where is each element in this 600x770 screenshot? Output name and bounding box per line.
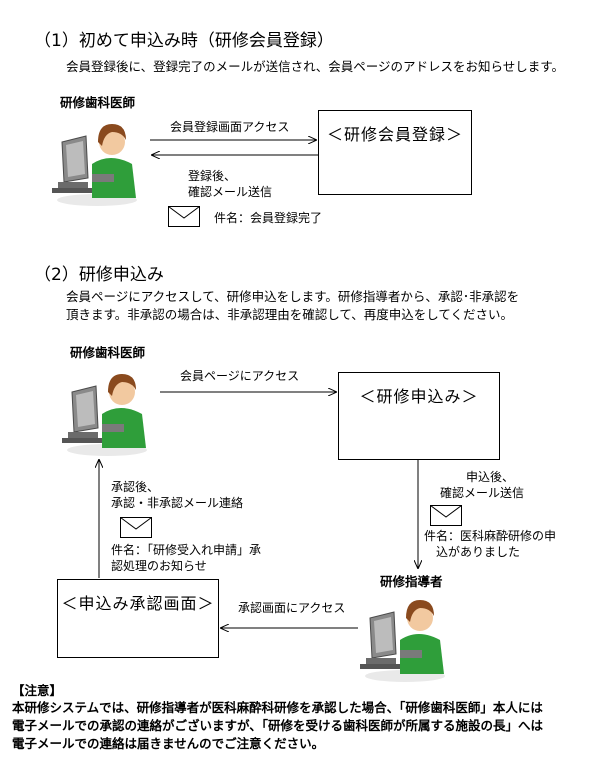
mail-subject-application-line1: 件名：医科麻酔研修の申 bbox=[424, 529, 557, 543]
section2-supervisor-label: 研修指導者 bbox=[380, 574, 443, 589]
mail-envelope-icon bbox=[120, 517, 152, 538]
approval-screen-box: ＜申込み承認画面＞ bbox=[57, 579, 219, 658]
arrow-label-apply-line2: 確認メール送信 bbox=[440, 486, 525, 500]
arrow-label-member-page-access: 会員ページにアクセス bbox=[180, 369, 300, 383]
arrow-label-confirm-line2: 確認メール送信 bbox=[188, 185, 273, 199]
arrow-label-approved-line2: 承認・非承認メール連絡 bbox=[111, 496, 244, 510]
notice-line2: 電子メールでの承認の連絡がございますが、「研修を受ける歯科医師が所属する施設の長… bbox=[12, 718, 544, 733]
person-at-computer-icon bbox=[62, 374, 147, 456]
section2-title: （2）研修申込み bbox=[34, 265, 164, 285]
mail-subject-approval-line2: 認処理のお知らせ bbox=[111, 559, 207, 573]
mail-subject-registration: 件名：会員登録完了 bbox=[214, 211, 323, 225]
person-at-computer-icon bbox=[360, 600, 445, 682]
notice-line3: 電子メールでの連絡は届きませんのでご注意ください。 bbox=[12, 736, 325, 751]
mail-subject-application-line2: 込がありました bbox=[436, 545, 521, 559]
training-application-title: ＜研修申込み＞ bbox=[359, 387, 479, 406]
training-application-box: ＜研修申込み＞ bbox=[338, 372, 500, 460]
member-registration-box: ＜研修会員登録＞ bbox=[318, 110, 472, 195]
arrow-label-approval-screen-access: 承認画面にアクセス bbox=[238, 601, 346, 615]
arrow-label-apply-line1: 申込後、 bbox=[466, 470, 515, 484]
section1-description: 会員登録後に、登録完了のメールが送信され、会員ページのアドレスをお知らせします。 bbox=[66, 59, 565, 74]
section1-title: （1）初めて申込み時（研修会員登録） bbox=[34, 31, 334, 51]
notice-heading: 【注意】 bbox=[12, 683, 63, 698]
approval-screen-title: ＜申込み承認画面＞ bbox=[61, 594, 215, 613]
member-registration-title: ＜研修会員登録＞ bbox=[326, 125, 463, 144]
person-at-computer-icon bbox=[52, 124, 137, 206]
arrow-label-register-access: 会員登録画面アクセス bbox=[170, 120, 290, 134]
section2-description-line1: 会員ページにアクセスして、研修申込をします。研修指導者から、承認･非承認を bbox=[66, 289, 520, 304]
section2-description-line2: 頂きます。非承認の場合は、非承認理由を確認して、再度申込をしてください。 bbox=[66, 307, 514, 322]
arrow-label-confirm-line1: 登録後、 bbox=[188, 169, 237, 183]
section2-dentist-label: 研修歯科医師 bbox=[70, 345, 146, 360]
section1-actor-label: 研修歯科医師 bbox=[60, 95, 136, 110]
mail-envelope-icon bbox=[430, 505, 462, 526]
mail-subject-approval-line1: 件名：「研修受入れ申請」承 bbox=[111, 543, 262, 557]
arrow-label-approved-line1: 承認後、 bbox=[111, 480, 160, 494]
notice-line1: 本研修システムでは、研修指導者が医科麻酔科研修を承認した場合、「研修歯科医師」本… bbox=[12, 700, 543, 715]
mail-envelope-icon bbox=[168, 206, 200, 227]
